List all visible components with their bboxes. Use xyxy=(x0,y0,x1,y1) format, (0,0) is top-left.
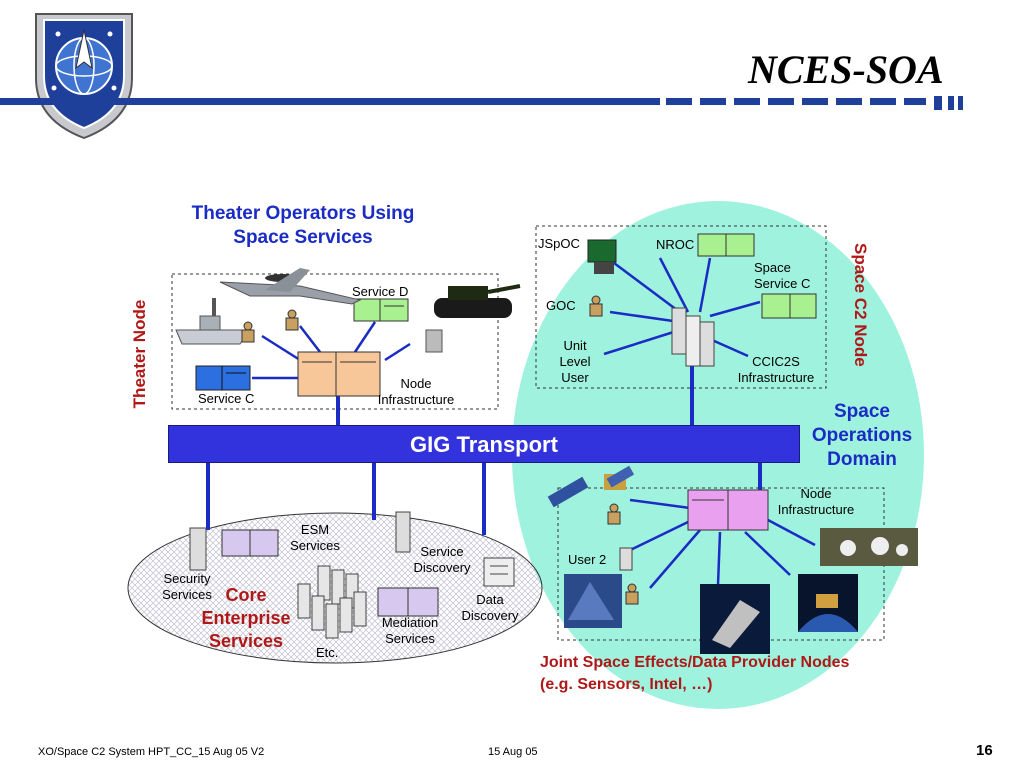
page-number: 16 xyxy=(976,742,993,759)
theater-node-infrastructure-label: Node Infrastructure xyxy=(370,376,462,408)
provider-operator-icon xyxy=(607,503,639,605)
unit-level-user-label: Unit Level User xyxy=(552,338,598,386)
ccic2s-label: CCIC2S Infrastructure xyxy=(728,354,824,386)
data-discovery-server-icon xyxy=(483,557,515,587)
data-discovery-line1: Data xyxy=(476,592,504,607)
esm-line2: Services xyxy=(290,538,340,553)
esm-server-box xyxy=(221,529,279,557)
security-server-tower-icon xyxy=(189,527,207,571)
c2-operator-icon xyxy=(589,295,603,317)
unit-level-user-line1: Unit xyxy=(563,338,587,353)
space-ops-line1: Space xyxy=(834,401,890,422)
security-line2: Services xyxy=(162,587,212,602)
space-service-c-line2: Service C xyxy=(754,276,811,291)
server-cluster-icon xyxy=(297,565,367,639)
footer-date: 15 Aug 05 xyxy=(488,746,538,758)
satellite-icon xyxy=(547,465,635,508)
warship-icon xyxy=(175,298,251,345)
space-service-c-box xyxy=(761,293,817,319)
provider-heading: Joint Space Effects/Data Provider Nodes … xyxy=(540,652,849,696)
esm-line1: ESM xyxy=(300,522,330,537)
security-services-label: Security Services xyxy=(156,571,218,603)
unit-level-user-line3: User xyxy=(561,370,589,385)
theater-heading-line1: Theater Operators Using xyxy=(191,203,415,224)
service-discovery-label: Service Discovery xyxy=(406,544,478,576)
provider-heading-line2: (e.g. Sensors, Intel, …) xyxy=(540,676,713,693)
radar-building-image xyxy=(564,574,622,628)
unit-level-user-line2: Level xyxy=(559,354,591,369)
service-discovery-server-tower-icon xyxy=(395,511,411,553)
service-discovery-line1: Service xyxy=(420,544,464,559)
core-heading-line1: Core xyxy=(225,585,267,605)
theater-operator-icon xyxy=(241,309,299,343)
provider-node-infrastructure-label: Node Infrastructure xyxy=(768,486,864,518)
space-c2-node-box xyxy=(535,225,827,389)
mediation-services-label: Mediation Services xyxy=(374,615,446,647)
space-service-c-line1: Space xyxy=(754,260,791,275)
ccic2s-line1: CCIC2S xyxy=(752,354,800,369)
core-enterprise-heading: Core Enterprise Services xyxy=(194,584,298,653)
footer-left: XO/Space C2 System HPT_CC_15 Aug 05 V2 xyxy=(38,746,265,758)
space-service-c-label: Space Service C xyxy=(754,260,810,292)
space-c2-node-label: Space C2 Node xyxy=(851,243,870,367)
ccic2s-server-tower-icon xyxy=(671,307,715,367)
security-line1: Security xyxy=(163,571,211,586)
core-heading-line2: Enterprise xyxy=(201,608,291,628)
nroc-label: NROC xyxy=(656,237,695,252)
page-title: NCES-SOA xyxy=(748,47,944,92)
theater-service-c-box xyxy=(195,365,251,391)
service-discovery-line2: Discovery xyxy=(413,560,471,575)
nroc-server-box xyxy=(697,233,755,257)
provider-node-infra-line1: Node xyxy=(800,486,832,501)
theater-node-infra-line1: Node xyxy=(400,376,432,391)
provider-node-infra-line2: Infrastructure xyxy=(777,502,855,517)
goc-label: GOC xyxy=(546,298,576,313)
service-d-box xyxy=(353,298,409,322)
space-ops-line3: Domain xyxy=(827,449,897,470)
space-shuttle-image xyxy=(700,584,770,654)
mediation-line1: Mediation xyxy=(381,615,439,630)
satellite-earth-image xyxy=(798,574,858,632)
esm-services-label: ESM Services xyxy=(284,522,346,554)
awacs-aircraft-icon xyxy=(219,268,362,305)
theater-node-infrastructure-server xyxy=(297,351,381,397)
space-operations-domain-label: Space Operations Domain xyxy=(800,400,924,472)
service-d-label: Service D xyxy=(352,284,409,299)
theater-service-c-label: Service C xyxy=(198,391,255,406)
mediation-server-box xyxy=(377,587,439,617)
radar-dome-site-image xyxy=(820,528,918,566)
user2-label: User 2 xyxy=(568,552,607,567)
theater-node-label: Theater Node xyxy=(130,299,149,409)
theater-heading: Theater Operators Using Space Services xyxy=(168,202,438,250)
etc-label: Etc. xyxy=(316,645,339,660)
jspoc-computer-icon xyxy=(587,239,617,274)
mediation-line2: Services xyxy=(385,631,435,646)
space-ops-line2: Operations xyxy=(811,425,913,446)
tank-icon xyxy=(434,284,521,318)
theater-heading-line2: Space Services xyxy=(233,227,373,248)
data-discovery-label: Data Discovery xyxy=(454,592,526,624)
gig-transport-bar: GIG Transport xyxy=(168,425,800,463)
provider-node-infrastructure-server xyxy=(687,489,769,531)
core-heading-line3: Services xyxy=(208,631,284,651)
header-bar xyxy=(0,96,963,110)
theater-small-server-icon xyxy=(425,329,443,353)
theater-node-infra-line2: Infrastructure xyxy=(377,392,455,407)
jspoc-label: JSpOC xyxy=(538,236,580,251)
ccic2s-line2: Infrastructure xyxy=(737,370,815,385)
provider-heading-line1: Joint Space Effects/Data Provider Nodes xyxy=(540,654,850,671)
theater-node-box xyxy=(171,273,499,410)
user2-server-icon xyxy=(619,547,633,571)
data-discovery-line2: Discovery xyxy=(461,608,519,623)
